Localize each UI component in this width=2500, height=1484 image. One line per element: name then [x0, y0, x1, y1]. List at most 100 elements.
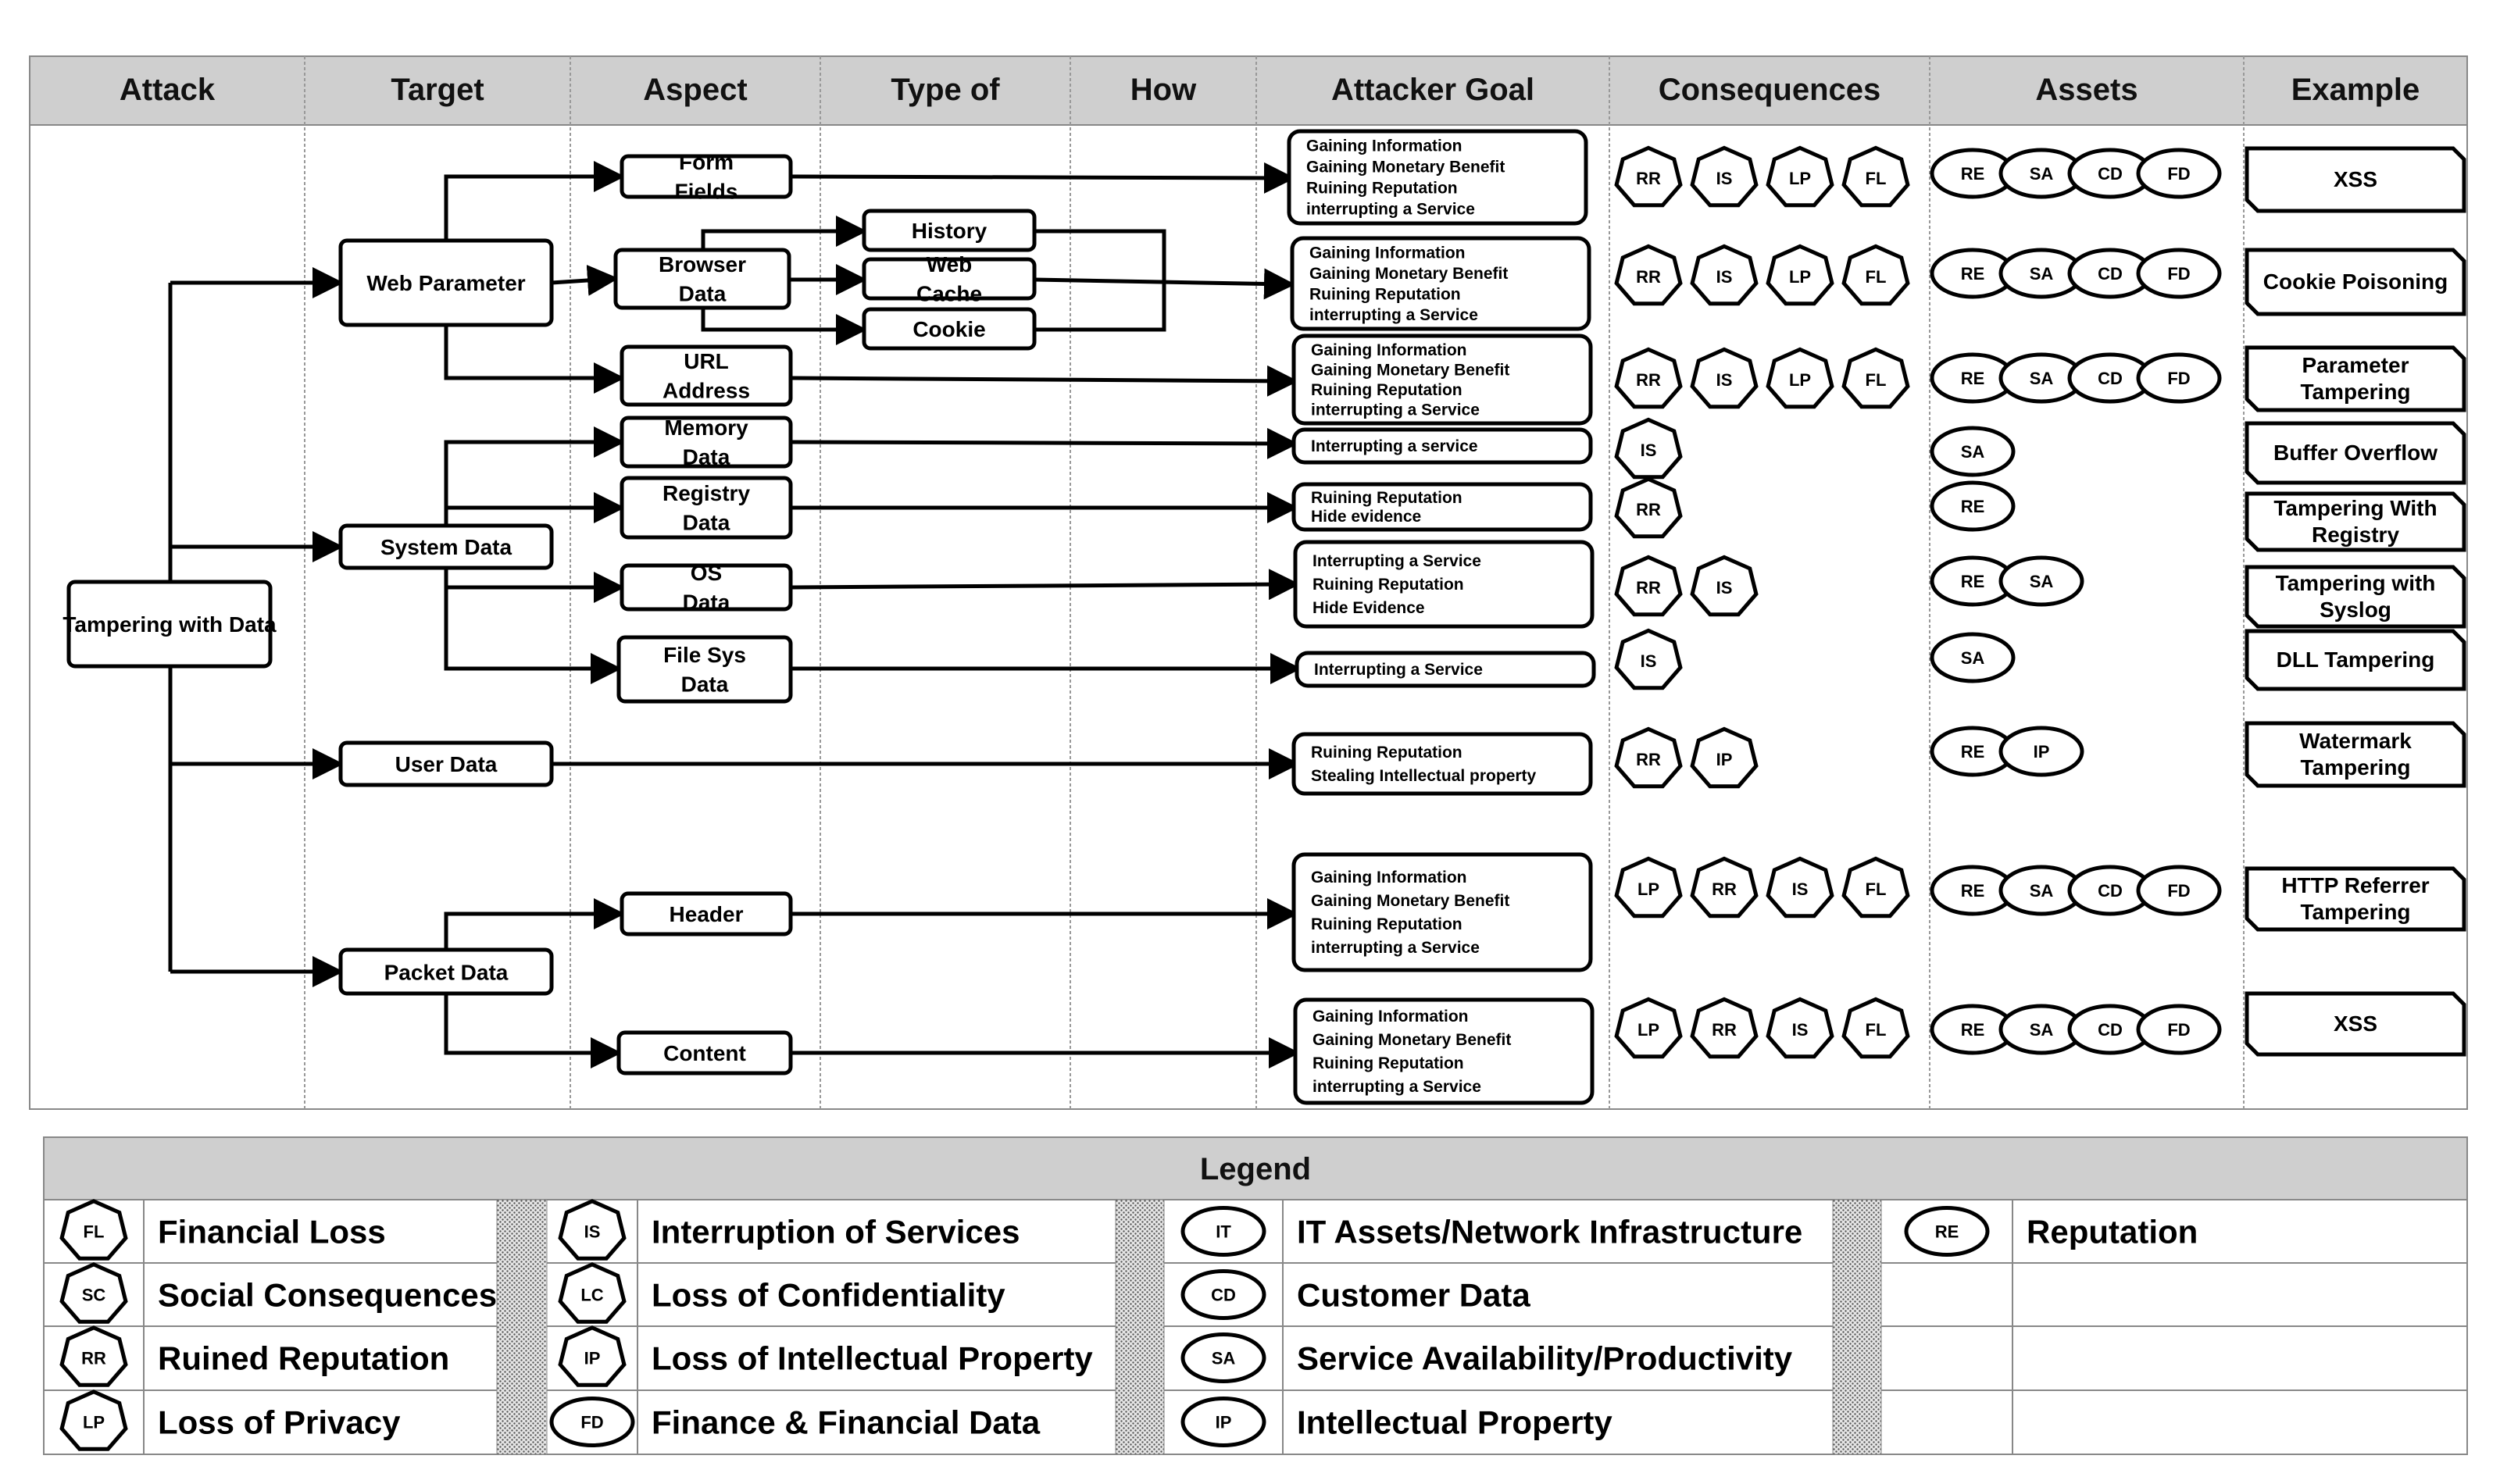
target-user-data-label: User Data: [395, 752, 498, 776]
svg-text:LP: LP: [83, 1413, 105, 1432]
example-box: XSS: [2245, 991, 2466, 1057]
attacker-goal-box: [1291, 334, 1593, 426]
target-packet-data: Packet Data: [338, 947, 554, 996]
consequence-badge-rr: RR: [1690, 997, 1759, 1059]
svg-text:FL: FL: [1866, 370, 1887, 390]
consequence-badge-is: IS: [1614, 417, 1683, 480]
svg-text:IS: IS: [1792, 879, 1809, 899]
attacker-goal-item: Gaining Information: [1309, 244, 1466, 262]
legend-label-intellectual-property: Intellectual Property: [1297, 1404, 1612, 1441]
legend-separator: [1115, 1199, 1165, 1455]
svg-text:SA: SA: [2030, 881, 2054, 901]
asset-badge-fd: FD: [2136, 865, 2222, 916]
legend-label-reputation: Reputation: [2027, 1214, 2198, 1250]
legend-header: [43, 1136, 2468, 1200]
svg-text:SA: SA: [2030, 164, 2054, 184]
svg-text:RE: RE: [1961, 264, 1985, 284]
svg-text:RR: RR: [1636, 267, 1661, 287]
aspect-content: Content: [616, 1030, 793, 1076]
svg-text:IT: IT: [1216, 1222, 1231, 1242]
consequence-badge-fl: FL: [1841, 347, 1910, 409]
svg-text:IS: IS: [1716, 578, 1733, 598]
consequence-badge-rr: RR: [1690, 856, 1759, 919]
column-header-assets: Assets: [2035, 73, 2138, 107]
example-label: XSS: [2334, 167, 2377, 191]
connector: [444, 426, 625, 526]
target-web-parameter-label: Web Parameter: [366, 271, 525, 295]
consequence-badge-is: IS: [1766, 997, 1834, 1059]
attacker-goal-item: Gaining Information: [1312, 1008, 1469, 1026]
attacker-goal-item: Interrupting a service: [1311, 437, 1478, 455]
attacker-goal-item: interrupting a Service: [1311, 939, 1480, 957]
svg-text:LP: LP: [1789, 370, 1811, 390]
svg-text:FD: FD: [2167, 264, 2190, 284]
attacker-goal-item: Ruining Reputation: [1312, 576, 1464, 594]
consequence-badge-is: IS: [1766, 856, 1834, 919]
svg-text:LP: LP: [1789, 267, 1811, 287]
consequence-badge-rr: RR: [1614, 555, 1683, 617]
legend-intellectual-property-icon: IP: [1180, 1397, 1266, 1447]
asset-badge-re: RE: [1930, 480, 2016, 532]
svg-text:FL: FL: [1866, 169, 1887, 188]
consequence-badge-is: IS: [1690, 145, 1759, 208]
connector: [444, 161, 625, 241]
svg-text:RR: RR: [1712, 879, 1737, 899]
asset-badge-sa: SA: [1998, 865, 2084, 916]
svg-text:RR: RR: [1636, 750, 1661, 769]
attacker-goal-item: Ruining Reputation: [1306, 180, 1458, 198]
svg-text:IP: IP: [1216, 1413, 1232, 1432]
attacker-goal-box: [1287, 129, 1588, 226]
target-system-data-label: System Data: [380, 535, 512, 559]
connector: [444, 993, 622, 1068]
asset-badge-sa: SA: [1930, 632, 2016, 683]
svg-text:RE: RE: [1961, 742, 1985, 762]
attacker-goal-box: [1291, 852, 1593, 972]
asset-badge-fd: FD: [2136, 248, 2222, 299]
type-history-label: History: [912, 219, 988, 243]
asset-badge-re: RE: [1930, 352, 2016, 404]
consequence-badge-lp: LP: [1766, 145, 1834, 208]
legend-social-consequences-icon: SC: [59, 1262, 128, 1324]
asset-badge-re: RE: [1930, 1004, 2016, 1055]
legend-reputation-icon: RE: [1904, 1206, 1990, 1257]
svg-text:CD: CD: [2098, 881, 2123, 901]
consequence-badge-fl: FL: [1841, 997, 1910, 1059]
legend-finance-financial-data-icon: FD: [549, 1397, 635, 1447]
attacker-goal-item: Stealing Intellectual property: [1311, 767, 1537, 785]
svg-text:CD: CD: [2098, 164, 2123, 184]
svg-text:FD: FD: [2167, 164, 2190, 184]
attacker-goal-box: [1290, 236, 1591, 331]
asset-badge-sa: SA: [1998, 352, 2084, 404]
legend-service-availability-productivity-icon: SA: [1180, 1332, 1266, 1383]
attacker-goal-item: Gaining Information: [1311, 341, 1467, 359]
example-box: XSS: [2245, 146, 2466, 213]
consequence-badge-fl: FL: [1841, 856, 1910, 919]
svg-text:FL: FL: [1866, 267, 1887, 287]
attacker-goal-item: Gaining Monetary Benefit: [1311, 361, 1509, 379]
connector: [790, 569, 1300, 601]
legend-loss-of-confidentiality-icon: LC: [558, 1262, 627, 1324]
svg-text:IS: IS: [1716, 169, 1733, 188]
legend-loss-of-privacy-icon: LP: [59, 1389, 128, 1451]
example-label: Buffer Overflow: [2273, 441, 2438, 465]
column-header-attack: Attack: [120, 73, 216, 107]
svg-text:CD: CD: [2098, 264, 2123, 284]
